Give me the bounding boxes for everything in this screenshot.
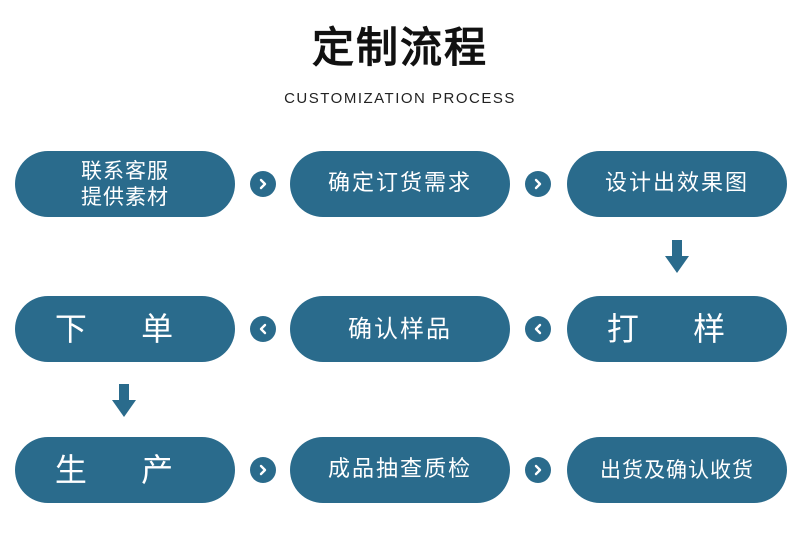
chevron-left-icon [525, 316, 551, 342]
page-subtitle: CUSTOMIZATION PROCESS [284, 90, 516, 107]
step-label: 确认样品 [348, 315, 452, 343]
step-label: 生 产 [54, 451, 196, 489]
step-confirm-sample: 确认样品 [290, 296, 510, 362]
step-label: 确定订货需求 [327, 171, 472, 197]
step-label: 设计出效果图 [604, 171, 749, 197]
step-shipping-delivery: 出货及确认收货 [567, 437, 787, 503]
chevron-right-icon [525, 171, 551, 197]
chevron-right-icon [250, 171, 276, 197]
chevron-left-icon [250, 316, 276, 342]
step-proofing: 打 样 [567, 296, 787, 362]
chevron-right-icon [525, 457, 551, 483]
step-label: 打 样 [606, 310, 748, 348]
step-confirm-order: 确定订货需求 [290, 151, 510, 217]
step-label: 下 单 [54, 310, 196, 348]
step-contact-service: 联系客服 提供素材 [15, 151, 235, 217]
arrow-down-icon [665, 240, 689, 273]
step-label: 联系客服 提供素材 [81, 158, 169, 209]
page-title: 定制流程 [311, 23, 488, 72]
arrow-down-icon [112, 384, 136, 417]
chevron-right-icon [250, 457, 276, 483]
step-place-order: 下 单 [15, 296, 235, 362]
step-production: 生 产 [15, 437, 235, 503]
step-label: 成品抽查质检 [327, 457, 472, 483]
step-label: 出货及确认收货 [600, 457, 754, 482]
step-quality-inspection: 成品抽查质检 [290, 437, 510, 503]
step-design-render: 设计出效果图 [567, 151, 787, 217]
